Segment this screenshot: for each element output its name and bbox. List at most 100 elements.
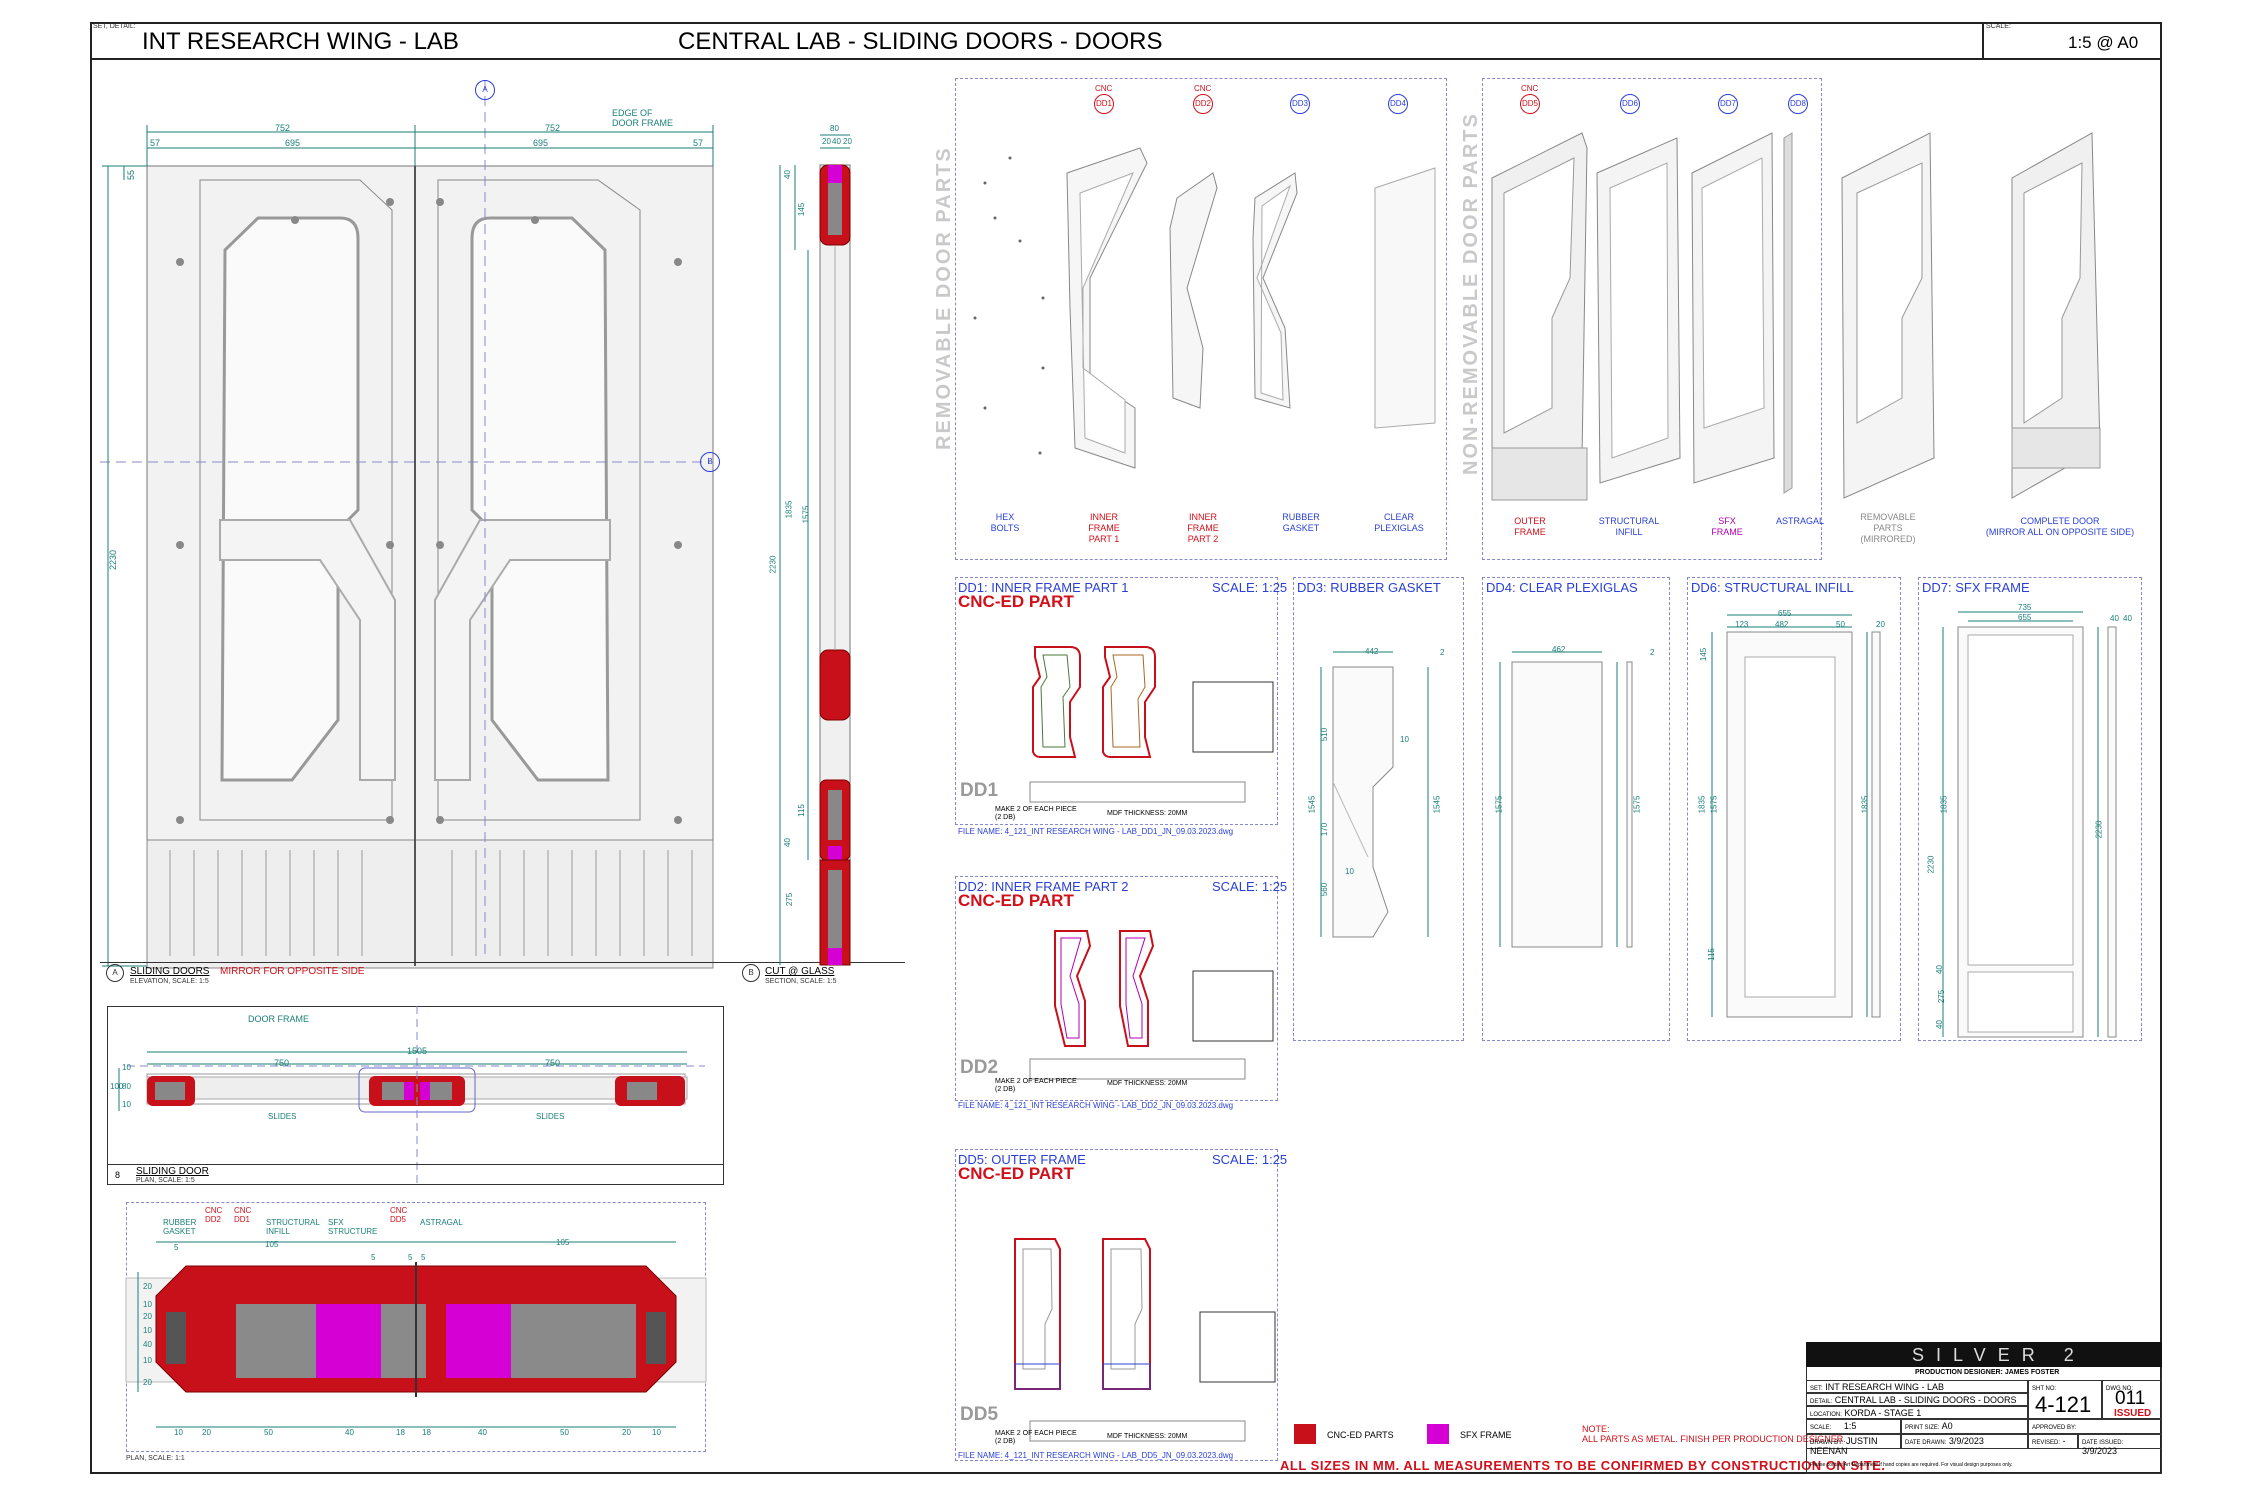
dd3-drawing	[1320, 651, 1429, 938]
nonremovable-bubble[interactable]: DD8	[1788, 94, 1808, 114]
dd5-title: DD5: OUTER FRAME	[958, 1152, 1086, 1167]
elev-baseline	[100, 962, 905, 963]
nonremovable-bubble[interactable]: DD6	[1620, 94, 1640, 114]
removable-bubble[interactable]: DD2	[1193, 94, 1213, 114]
sect-dim-left-115: 115	[796, 804, 806, 817]
removable-parts-drawing	[973, 147, 1436, 469]
removable-parts-panel	[955, 78, 1447, 560]
dd4-panel	[1482, 577, 1670, 1041]
dd5-mdf: MDF THICKNESS: 20MM	[1107, 1433, 1188, 1440]
dd6-dim-482: 482	[1775, 620, 1789, 629]
tb-sheet-no-cell: SHT NO:	[2028, 1380, 2102, 1419]
elev-dim-sub-1: 57	[150, 138, 161, 148]
removable-bubble-id: DD1	[1095, 99, 1112, 108]
removable-bubble[interactable]: DD4	[1388, 94, 1408, 114]
removable-label: RUBBER GASKET	[1282, 512, 1320, 533]
dd6-dim-123: 123	[1735, 620, 1749, 629]
nonremovable-bubble[interactable]: DD5	[1520, 94, 1540, 114]
dd2-panel	[955, 876, 1278, 1101]
dplan-dim-left-4: 10	[143, 1326, 152, 1335]
dd5-make: MAKE 2 OF EACH PIECE (2 DB)	[995, 1430, 1077, 1445]
tb-detail-cell: DETAIL: CENTRAL LAB - SLIDING DOORS - DO…	[1806, 1393, 2028, 1406]
dd7-dim-40a: 40	[2110, 614, 2119, 623]
sect-dim-left-40b: 40	[782, 838, 792, 847]
dd1-cnc: CNC-ED PART	[958, 592, 1074, 611]
dd6-dim-655: 655	[1778, 609, 1792, 618]
legend-sfx-swatch	[1427, 1424, 1449, 1444]
tb-location-cell: LOCATION: KORDA - STAGE 1	[1806, 1406, 2028, 1419]
removable-cnc-tag: CNC	[1095, 84, 1113, 93]
tb-date-drawn-cell: DATE DRAWN: 3/9/2023	[1901, 1434, 2028, 1449]
dd7-dim-1835: 1835	[1939, 795, 1949, 814]
tb-issued: ISSUED	[2114, 1408, 2152, 1419]
removable-cnc-tag: CNC	[1194, 84, 1212, 93]
dd4-drawing	[1499, 651, 1633, 948]
dd3-dim-10b: 10	[1345, 867, 1354, 876]
plan-subtitle: PLAN, SCALE: 1:5	[136, 1177, 195, 1184]
dd2-make: MAKE 2 OF EACH PIECE (2 DB)	[995, 1078, 1077, 1093]
legend-note-title: NOTE:	[1582, 1424, 1610, 1434]
dplan-dim-bot-1: 10	[174, 1428, 183, 1437]
dd1-file: FILE NAME: 4_121_INT RESEARCH WING - LAB…	[958, 827, 1234, 836]
set-name: INT RESEARCH WING - LAB	[142, 28, 459, 55]
dd7-dim-40b: 40	[2123, 614, 2132, 623]
sect-dim-1575: 1575	[801, 505, 811, 524]
dd7-dim-275: 275	[1937, 989, 1947, 1004]
dd4-dim-1575b: 1575	[1632, 795, 1642, 814]
sect-dim-left-145: 145	[797, 202, 807, 217]
sect-subtitle: SECTION, SCALE: 1:5	[765, 978, 837, 985]
sheet-border	[90, 22, 2162, 1474]
dd3-dim-170: 170	[1320, 822, 1330, 837]
dd1-mdf: MDF THICKNESS: 20MM	[1107, 810, 1188, 817]
dplan-dim-top-4: 5	[408, 1253, 413, 1262]
header-bar	[90, 22, 2162, 60]
dd1-drawing	[1029, 646, 1274, 803]
dplan-dim-top-5: 5	[421, 1253, 426, 1262]
nonremovable-label: ASTRAGAL	[1775, 516, 1824, 526]
dplan-dim-left-7: 20	[143, 1378, 152, 1387]
removable-bubble[interactable]: DD1	[1094, 94, 1114, 114]
dd2-mdf: MDF THICKNESS: 20MM	[1107, 1080, 1188, 1087]
sect-dim-top-40: 40	[832, 137, 841, 146]
plan-slides-left: SLIDES	[268, 1112, 297, 1121]
nonremovable-bubble-id: DD8	[1789, 99, 1806, 108]
removable-heading: REMOVABLE DOOR PARTS	[933, 146, 955, 450]
tb-dwg-no-cell: DWG NO:	[2102, 1380, 2162, 1419]
dplan-dim-left-6: 10	[143, 1356, 152, 1365]
plan-dim-total: 1505	[407, 1046, 428, 1056]
dd2-file: FILE NAME: 4_121_INT RESEARCH WING - LAB…	[958, 1101, 1234, 1110]
dd2-cnc: CNC-ED PART	[958, 891, 1074, 910]
titleblock-logo: SILVER 2	[1912, 1345, 2086, 1365]
elev-dim-sub-4: 57	[693, 138, 704, 148]
plan-drawing	[118, 1006, 705, 1185]
nonremovable-label: OUTER FRAME	[1514, 516, 1546, 537]
nonremovable-bubble[interactable]: DD7	[1718, 94, 1738, 114]
plan-title: SLIDING DOOR	[136, 1166, 209, 1177]
dplan-dim-bot-10: 10	[652, 1428, 661, 1437]
dd7-dim-40c: 40	[1934, 965, 1944, 974]
sect-callout: B	[742, 964, 760, 982]
elev-subtitle: ELEVATION, SCALE: 1:5	[130, 978, 209, 985]
sect-dim-top-20a: 20	[822, 137, 831, 146]
dd1-scale: SCALE: 1:25	[1212, 580, 1288, 595]
tb-date-issued-cell: DATE ISSUED: 3/9/2023	[2078, 1434, 2162, 1456]
dd6-dim-50: 50	[1836, 620, 1845, 629]
dd4-title: DD4: CLEAR PLEXIGLAS	[1486, 580, 1638, 595]
elev-marker-a[interactable]: A	[475, 80, 495, 100]
dplan-label-astragal: ASTRAGAL	[420, 1218, 463, 1227]
dd3-title: DD3: RUBBER GASKET	[1297, 580, 1441, 595]
removable-bubble[interactable]: DD3	[1290, 94, 1310, 114]
removable-label: INNER FRAME PART 1	[1088, 512, 1120, 544]
dd3-dim-10a: 10	[1400, 735, 1409, 744]
elev-edge-note: EDGE OF DOOR FRAME	[612, 108, 674, 128]
dplan-dim-left-3: 20	[143, 1312, 152, 1321]
dplan-label-rubber: RUBBER GASKET	[163, 1218, 197, 1236]
elev-dim-top-right: 752	[545, 123, 561, 133]
elev-marker-b[interactable]: B	[700, 452, 720, 472]
elev-dim-sub-2: 695	[285, 138, 301, 148]
tb-revised-cell: REVISED: -	[2028, 1434, 2078, 1449]
dd5-panel	[955, 1149, 1278, 1461]
tb-approved-cell: APPROVED BY:	[2028, 1419, 2162, 1434]
elev-title: SLIDING DOORS	[130, 966, 210, 977]
